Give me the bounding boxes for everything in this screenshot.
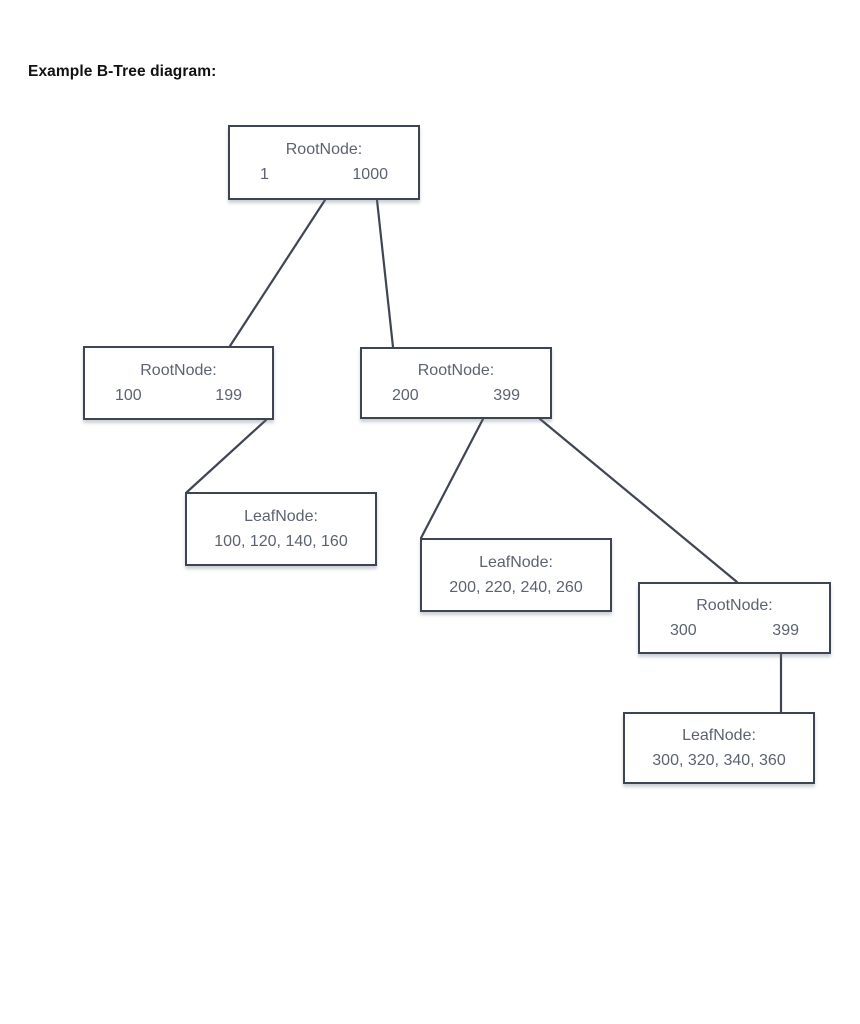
node-key: 100 <box>115 386 142 404</box>
edge-internal-200-399-to-leaf-200 <box>419 417 485 540</box>
node-label: LeafNode: <box>682 726 756 744</box>
node-label: RootNode: <box>140 361 217 379</box>
node-values: 200, 220, 240, 260 <box>449 578 583 596</box>
tree-node-leaf-300: LeafNode: 300, 320, 340, 360 <box>623 712 815 784</box>
node-label: RootNode: <box>417 361 495 379</box>
node-label: LeafNode: <box>479 553 553 571</box>
tree-node-leaf-200: LeafNode: 200, 220, 240, 260 <box>420 538 612 612</box>
node-key: 199 <box>215 386 242 404</box>
edge-internal-200-399-to-internal-300-399 <box>538 417 739 584</box>
node-keys: 200 399 <box>362 385 550 407</box>
edge-root-to-internal-200-399 <box>375 198 395 349</box>
tree-node-internal-100-199: RootNode: 100 199 <box>83 346 274 420</box>
node-key: 300 <box>670 621 697 639</box>
tree-node-internal-300-399: RootNode: 300 399 <box>638 582 831 654</box>
page-title: Example B-Tree diagram: <box>28 63 217 80</box>
tree-node-leaf-100: LeafNode: 100, 120, 140, 160 <box>185 492 377 566</box>
tree-node-root: RootNode: 1 1000 <box>228 125 420 200</box>
tree-node-internal-200-399: RootNode: 200 399 <box>360 347 552 419</box>
node-key: 1 <box>260 166 269 183</box>
node-label: RootNode: <box>285 141 363 158</box>
node-values: 100, 120, 140, 160 <box>214 532 348 550</box>
edge-root-to-internal-100-199 <box>228 198 327 348</box>
node-values: 300, 320, 340, 360 <box>652 751 786 769</box>
node-keys: 100 199 <box>85 385 272 407</box>
edge-internal-100-199-to-leaf-100 <box>185 418 268 494</box>
node-label: LeafNode: <box>244 507 318 525</box>
node-label: RootNode: <box>696 596 773 614</box>
node-keys: 300 399 <box>640 620 829 642</box>
node-key: 399 <box>772 621 799 639</box>
node-key: 200 <box>392 386 419 404</box>
node-key: 399 <box>493 386 520 404</box>
node-keys: 1 1000 <box>230 164 418 186</box>
node-key: 1000 <box>352 166 388 183</box>
